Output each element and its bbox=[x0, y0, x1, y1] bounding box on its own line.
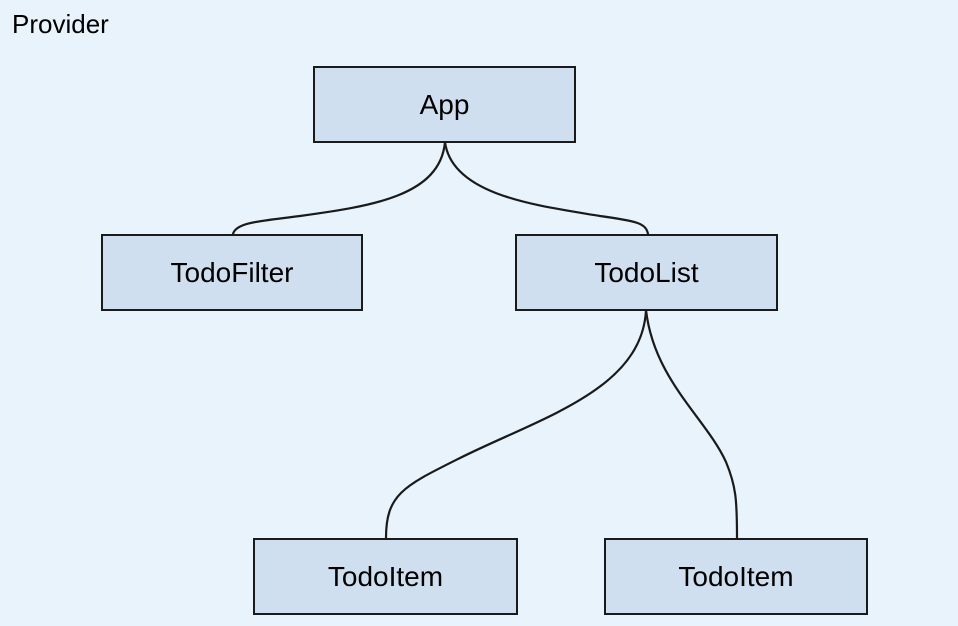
node-app[interactable]: App bbox=[313, 66, 576, 143]
node-app-label: App bbox=[419, 88, 470, 120]
provider-label: Provider bbox=[12, 9, 109, 39]
node-todoitem-1[interactable]: TodoItem bbox=[253, 538, 518, 615]
node-todoitem-2[interactable]: TodoItem bbox=[604, 538, 868, 615]
edge-app-to-todolist bbox=[443, 140, 650, 236]
edge-todolist-to-todoitem-2 bbox=[644, 308, 739, 540]
edge-todolist-to-todoitem-1 bbox=[384, 308, 648, 540]
node-todolist-label: TodoList bbox=[594, 256, 699, 288]
node-todoitem-2-label: TodoItem bbox=[678, 560, 794, 592]
node-todolist[interactable]: TodoList bbox=[515, 234, 778, 311]
node-todofilter[interactable]: TodoFilter bbox=[101, 234, 363, 311]
node-todofilter-label: TodoFilter bbox=[170, 256, 294, 288]
node-todoitem-1-label: TodoItem bbox=[327, 560, 444, 592]
edge-app-to-todofilter bbox=[231, 140, 447, 236]
